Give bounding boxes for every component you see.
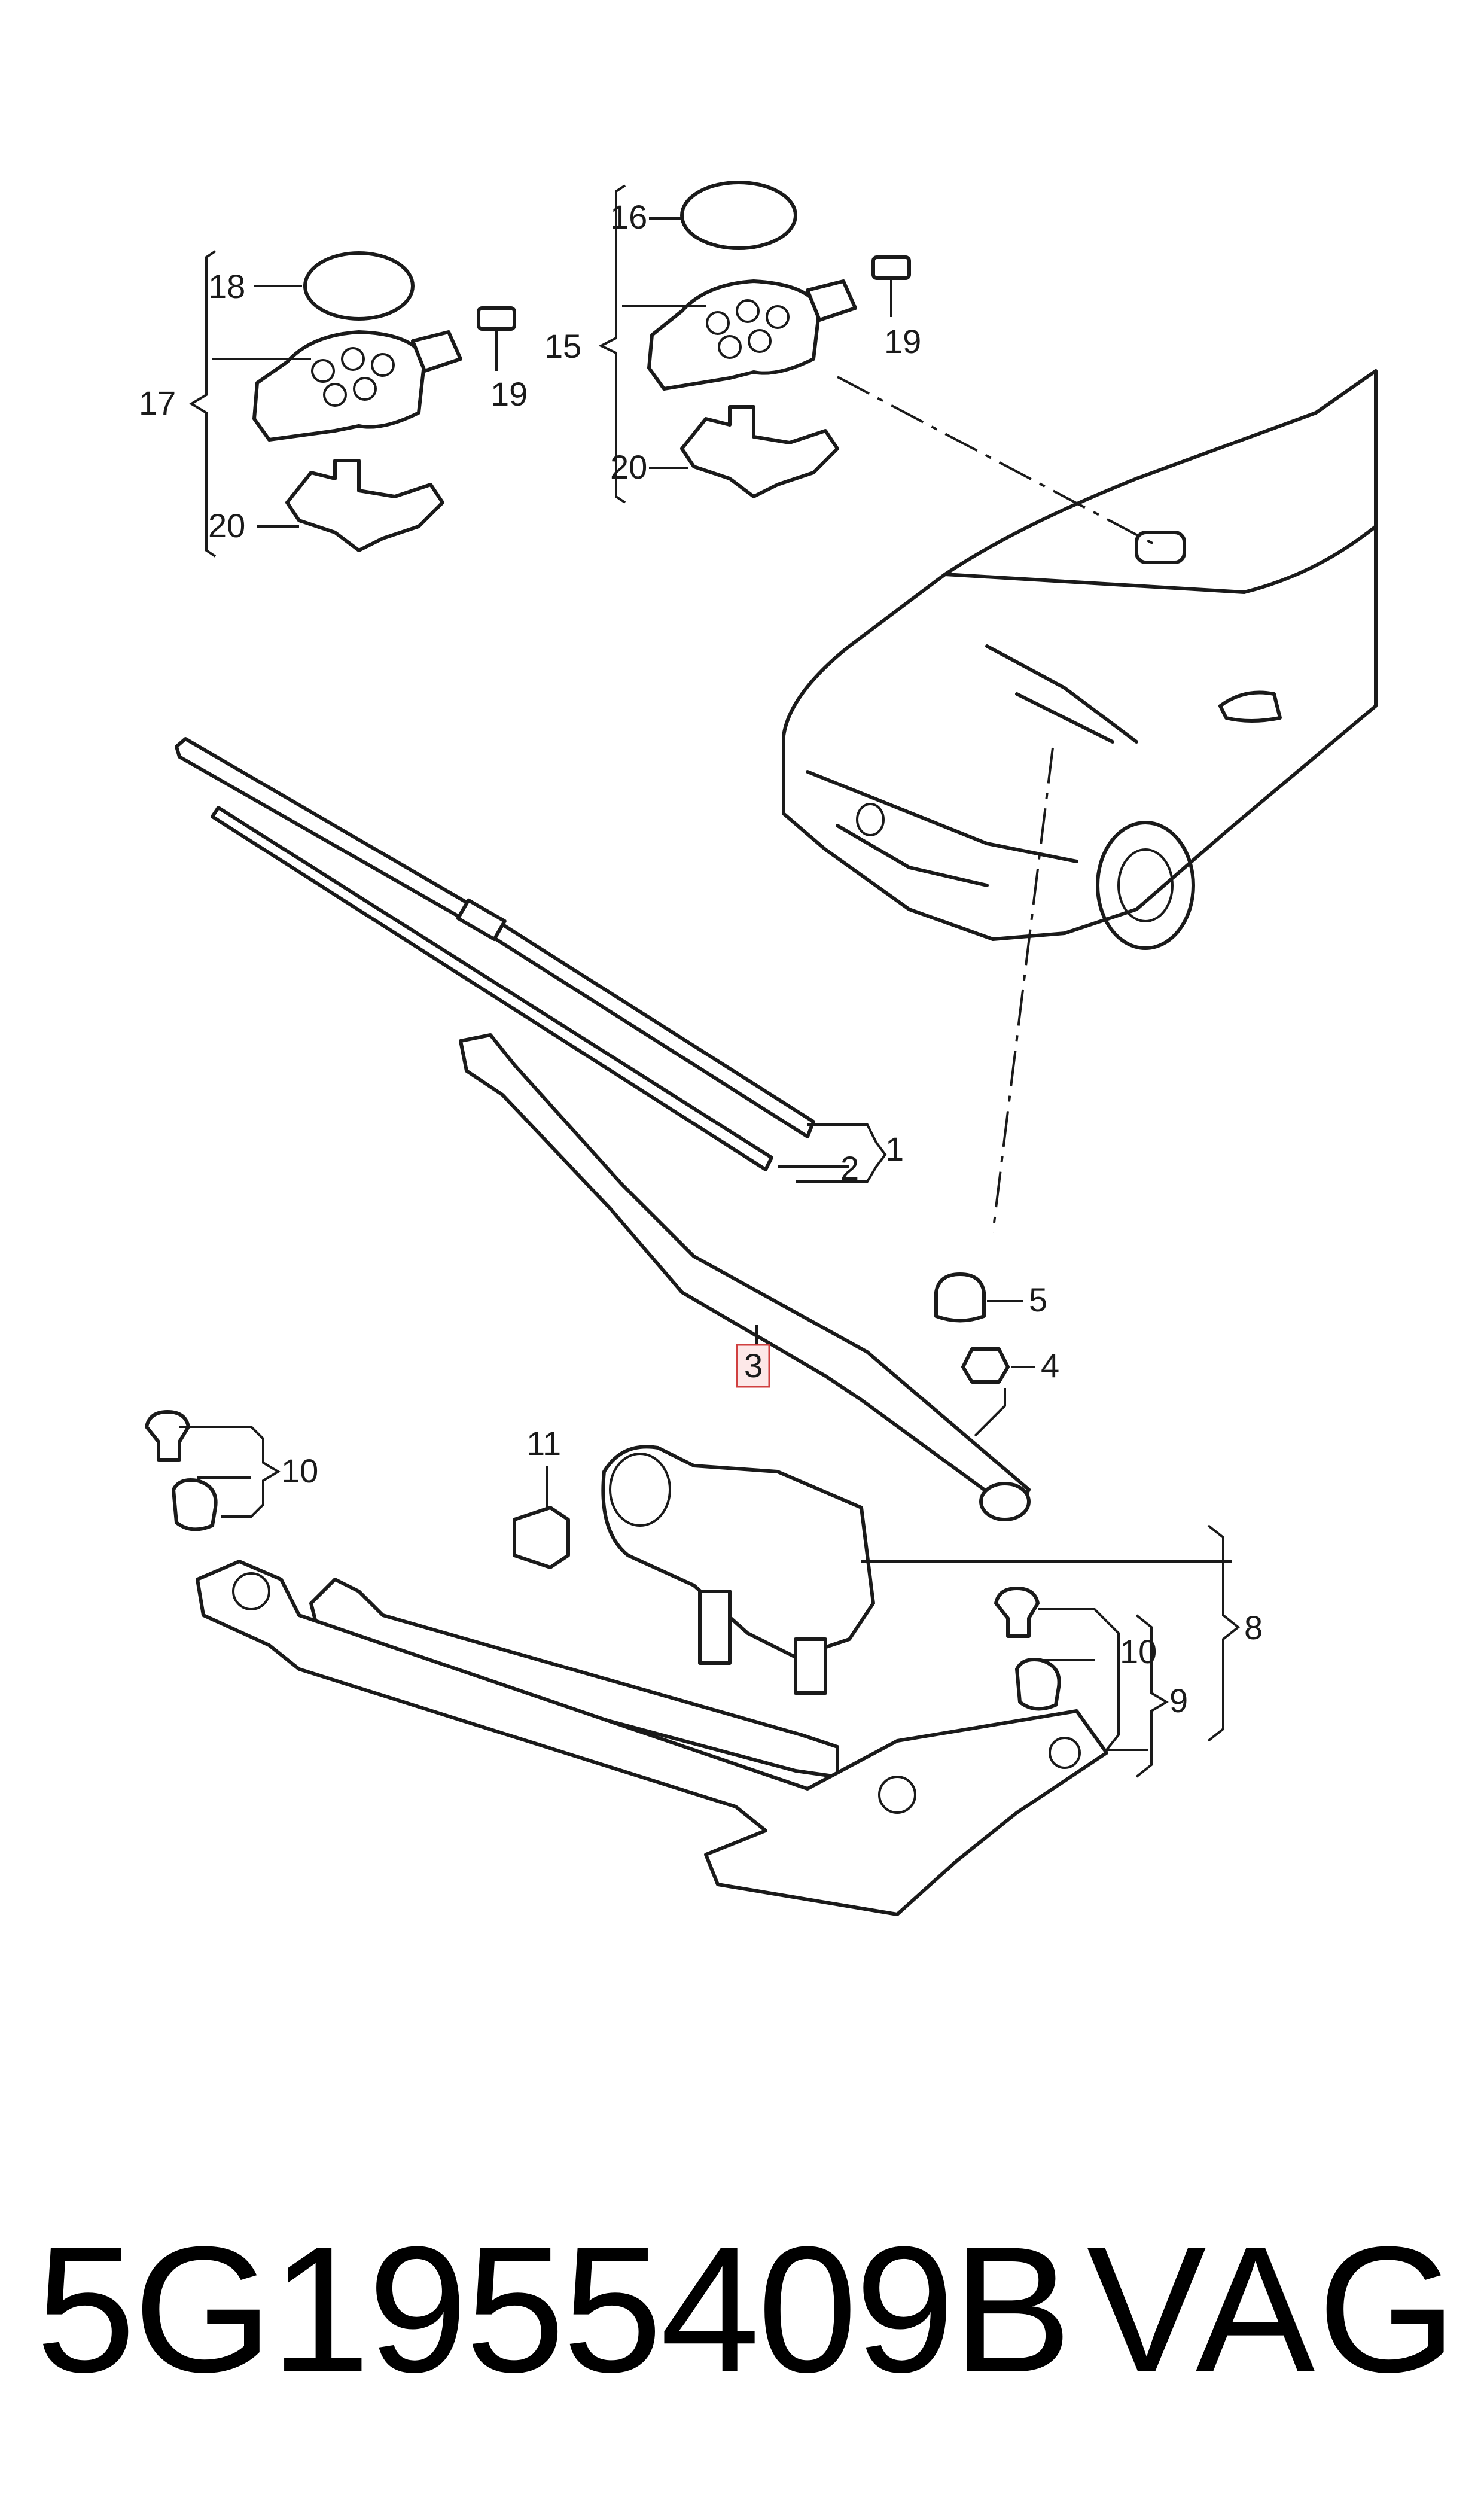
rubber-bushing-11: [513, 1506, 570, 1569]
callout-8: 8: [1244, 1609, 1263, 1646]
sensor-bracket-20-left: [285, 459, 444, 552]
cap-and-nut: [934, 1272, 1035, 1437]
callout-19-right: 19: [884, 322, 921, 360]
rain-sensor-body-15: [647, 279, 821, 391]
part-caption: 5G1955409B VAG: [36, 2190, 1459, 2429]
callout-18: 18: [208, 267, 245, 305]
callout-4: 4: [1041, 1347, 1059, 1384]
callout-1: 1: [885, 1130, 904, 1168]
callout-20-left: 20: [208, 507, 245, 544]
bolt-10-right: [994, 1587, 1040, 1638]
sensor-gasket-18: [303, 251, 415, 321]
wiper-blade-assembly: [175, 737, 887, 1183]
wiper-linkage-frame: [196, 1560, 1169, 1916]
callout-10-right: 10: [1120, 1633, 1157, 1670]
callout-16: 16: [610, 198, 647, 236]
part-number: 5G1955409B: [36, 2209, 1072, 2410]
nut-4: [961, 1347, 1010, 1384]
callout-15: 15: [544, 327, 581, 365]
callout-9: 9: [1169, 1682, 1188, 1719]
grommet-10-left: [172, 1478, 218, 1531]
wiper-arm-pivot: [979, 1482, 1031, 1521]
front-wheel: [1096, 821, 1195, 950]
linkage-frame-bar: [196, 1560, 1108, 1916]
wiper-rubber-2: [211, 806, 773, 1171]
connector-19-left: [477, 306, 516, 331]
sensor-bracket-20-right: [680, 405, 839, 498]
windshield-wiper-mount: [985, 644, 1138, 744]
vehicle-location-view: [782, 369, 1378, 1233]
rain-sensor-on-windshield: [1135, 531, 1186, 564]
grommet-10-right: [1015, 1658, 1061, 1711]
fasteners-10: [145, 1410, 1108, 1711]
callout-20-right: 20: [610, 448, 647, 486]
callout-11: 11: [526, 1424, 561, 1462]
motor-body-8: [601, 1445, 875, 1659]
callout-3-highlight: [736, 1344, 770, 1388]
callout-labels: 18 17 19 20 16 15 19 20 1 2 3 5 4 10 11 …: [139, 198, 1263, 1719]
brand-name: VAG: [1086, 2209, 1459, 2410]
sensor-gasket-16: [680, 181, 797, 250]
callout-2: 2: [840, 1149, 859, 1187]
wiper-arm-3: [459, 1033, 1031, 1521]
wiper-motor-assembly: [513, 1445, 1241, 1742]
callout-10-left: 10: [281, 1452, 318, 1490]
car-badge: [856, 803, 885, 836]
callout-3: 3: [744, 1347, 763, 1384]
connector-19-right: [871, 255, 911, 280]
rain-sensor-assembly-left: [189, 250, 516, 558]
rain-sensor-assembly-right: [598, 181, 911, 504]
cap-5: [934, 1272, 986, 1323]
callout-5: 5: [1029, 1281, 1047, 1319]
side-mirror: [1218, 690, 1282, 723]
car-body-outline: [782, 369, 1378, 941]
callout-17: 17: [139, 384, 176, 422]
bolt-10-left: [145, 1410, 190, 1462]
callout-19-left: 19: [490, 375, 528, 413]
